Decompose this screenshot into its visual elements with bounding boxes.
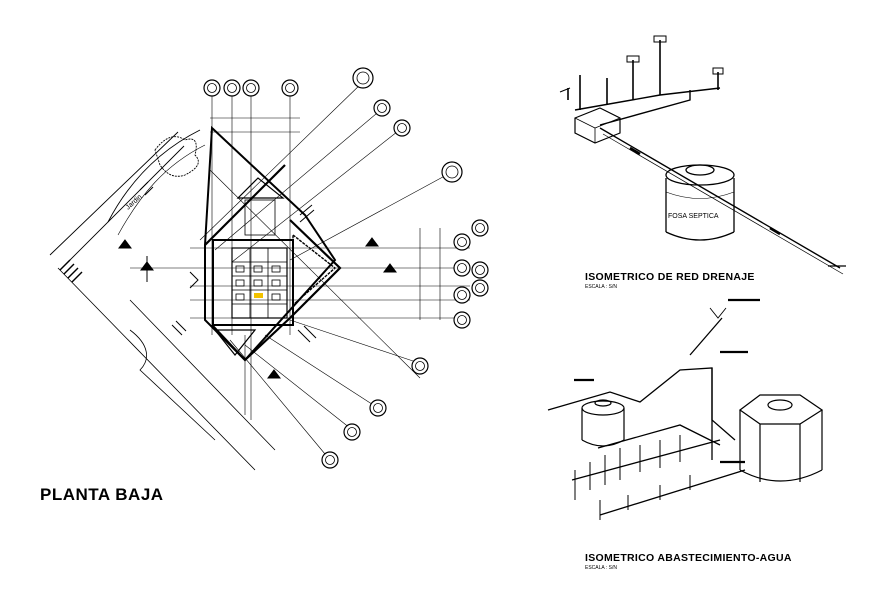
floor-plan (49, 79, 470, 471)
dimension-marks (139, 181, 317, 343)
tree-icon (154, 136, 199, 177)
drainage-scale: ESCALA : S/N (585, 284, 617, 290)
water-supply-scale: ESCALA : S/N (585, 565, 617, 571)
large-water-tank-icon (738, 394, 824, 482)
septic-tank-label: FOSA SEPTICA (668, 213, 719, 220)
drainage-title: ISOMETRICO DE RED DRENAJE (585, 271, 755, 283)
water-supply-title: ISOMETRICO ABASTECIMIENTO-AGUA (585, 552, 792, 564)
level-marks (118, 237, 397, 379)
septic-tank-icon (665, 164, 735, 241)
toilet-rooms (232, 248, 287, 318)
street-hatch (59, 259, 83, 283)
drainage-isometric (559, 35, 846, 275)
water-supply-isometric (547, 298, 824, 520)
small-water-tank-icon (581, 399, 625, 447)
plan-title: PLANTA BAJA (40, 485, 164, 504)
